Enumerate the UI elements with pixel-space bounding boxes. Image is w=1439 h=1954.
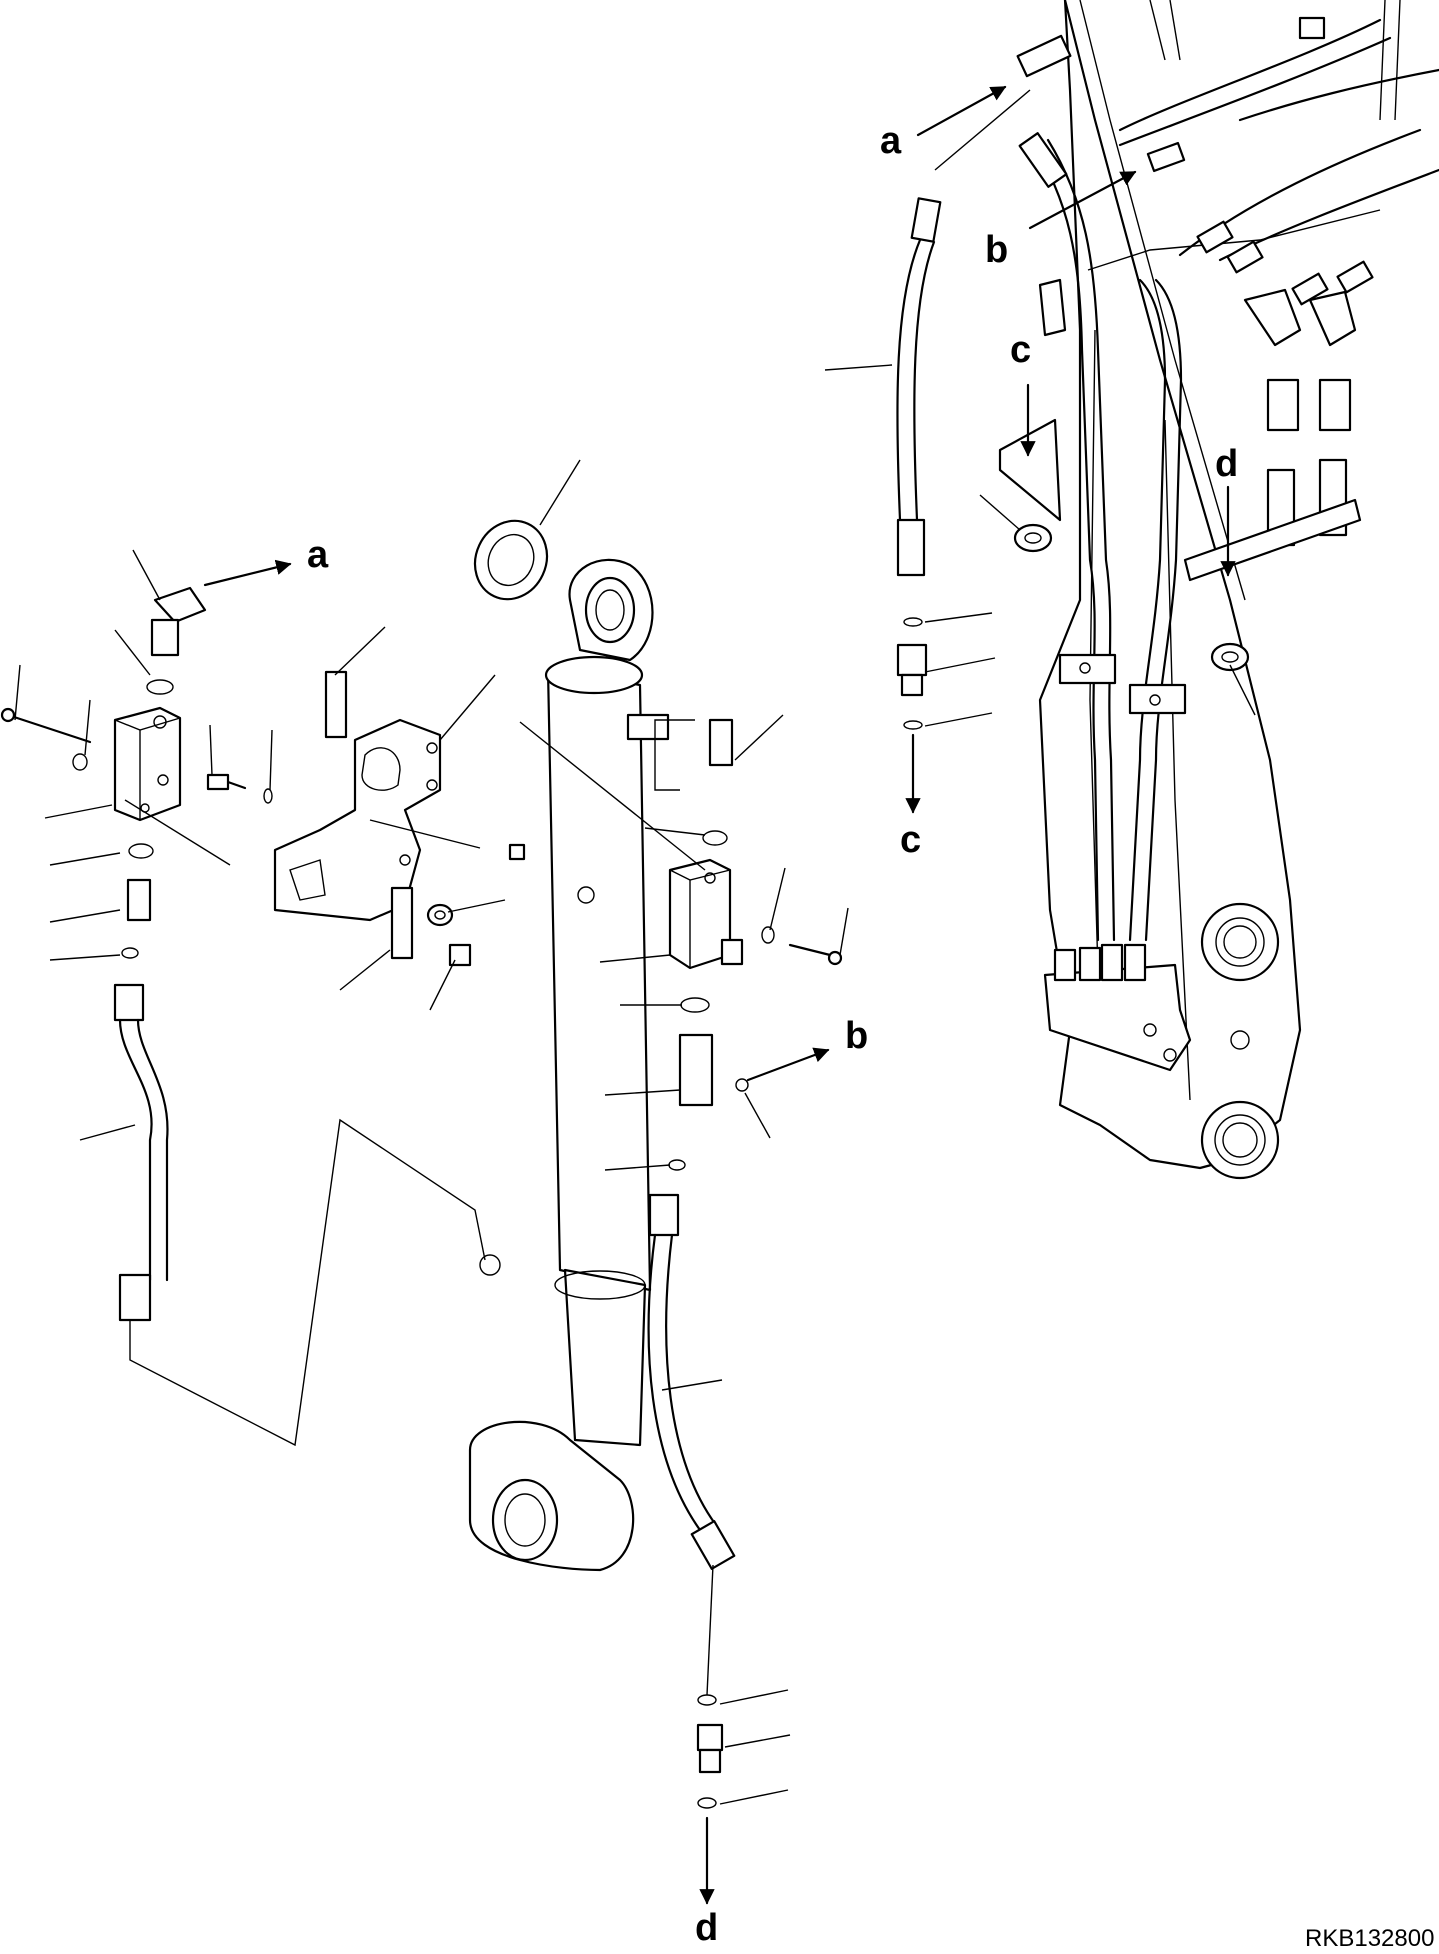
mounting-bracket (273, 670, 442, 960)
nut-c (1013, 523, 1053, 553)
coupler-a-top (934, 34, 1072, 171)
boom-assembly (998, 0, 1439, 1180)
nut-d (1210, 642, 1250, 672)
leader-lines (14, 364, 1256, 1805)
right-valve-block (647, 718, 843, 1809)
drawing-code: RKB132800 (1305, 1925, 1434, 1952)
label-a-top: a (880, 120, 902, 162)
hydraulic-cylinder (468, 558, 670, 1572)
bracket-fasteners (426, 903, 472, 967)
label-b-top: b (985, 229, 1008, 271)
left-valve-block (0, 586, 273, 1322)
label-d-top: d (1215, 443, 1238, 485)
label-d-bottom: d (695, 1907, 718, 1949)
hose-a-to-c (896, 197, 942, 730)
reference-arrows (203, 85, 1236, 1905)
label-c-bottom: c (900, 819, 921, 861)
washer (473, 519, 549, 601)
label-a-left: a (307, 534, 329, 576)
label-b-right: b (845, 1015, 868, 1057)
label-c-top: c (1010, 329, 1031, 371)
